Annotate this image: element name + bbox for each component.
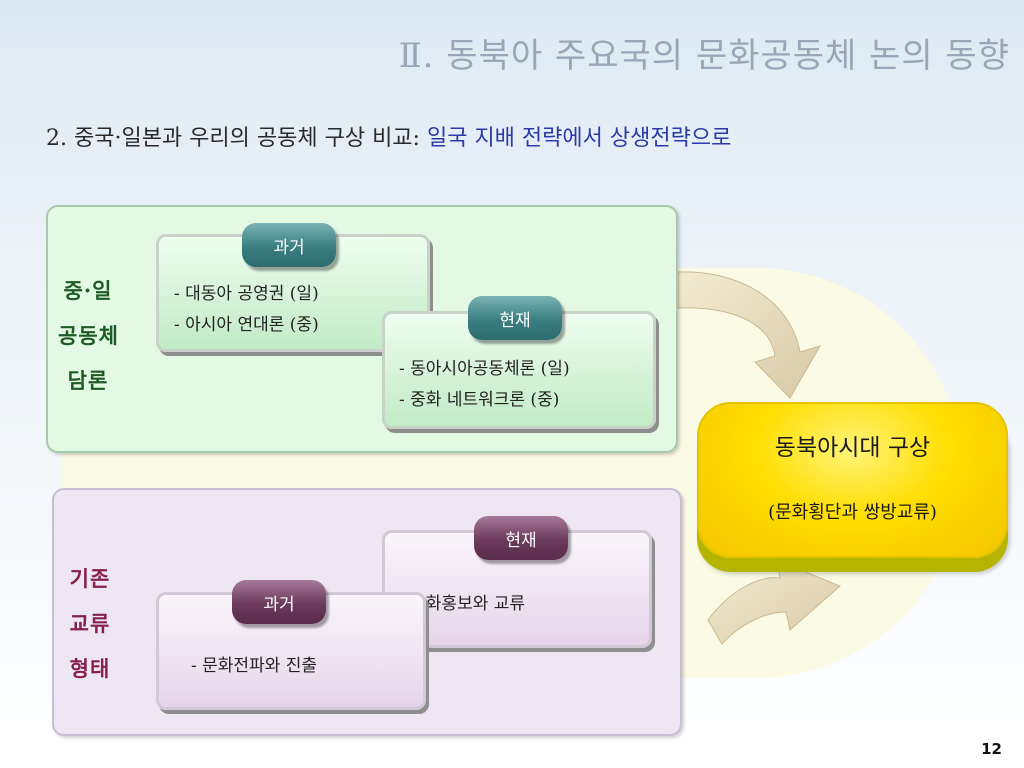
label-line: 형태 [69,656,111,681]
top-past-line: - 대동아 공영권 (일) [174,284,319,304]
goal-subtitle: (문화횡단과 쌍방교류) [768,502,937,523]
china-japan-discourse-label: 중·일 공동체 담론 [58,268,118,403]
label-line: 교류 [69,611,111,636]
label-line: 담론 [67,368,109,393]
subtitle-highlight: 일국 지배 전략에서 상생전략으로 [426,126,732,151]
bottom-past-line: - 문화전파와 진출 [191,656,318,676]
top-present-badge: 현재 [468,296,562,340]
top-present-line: - 중화 네트워크론 (중) [399,390,560,410]
top-present-line: - 동아시아공동체론 (일) [399,359,570,379]
top-past-line: - 아시아 연대론 (중) [174,315,319,335]
bottom-past-badge: 과거 [232,580,326,624]
bottom-present-card: - 문화홍보와 교류 [382,530,652,648]
arrow-bottom-to-goal [707,559,841,645]
northeast-asia-era-vision-box: 동북아시대 구상 (문화횡단과 쌍방교류) [697,402,1008,558]
bottom-present-line: - 문화홍보와 교류 [399,594,526,614]
label-line: 기존 [69,566,111,591]
label-line: 중·일 [63,278,113,303]
label-line: 공동체 [58,323,119,348]
top-past-badge: 과거 [242,223,336,267]
existing-exchange-label: 기존 교류 형태 [62,556,118,691]
goal-title: 동북아시대 구상 [774,435,931,461]
slide-subtitle: 2. 중국·일본과 우리의 공동체 구상 비교: 일국 지배 전략에서 상생전략… [46,120,731,152]
slide-title: Ⅱ. 동북아 주요국의 문화공동체 논의 동향 [398,36,1010,76]
bottom-present-badge: 현재 [474,516,568,560]
page-number: 12 [981,740,1002,758]
subtitle-prefix: 2. 중국·일본과 우리의 공동체 구상 비교: [46,126,427,151]
arrow-top-to-goal [677,271,822,399]
